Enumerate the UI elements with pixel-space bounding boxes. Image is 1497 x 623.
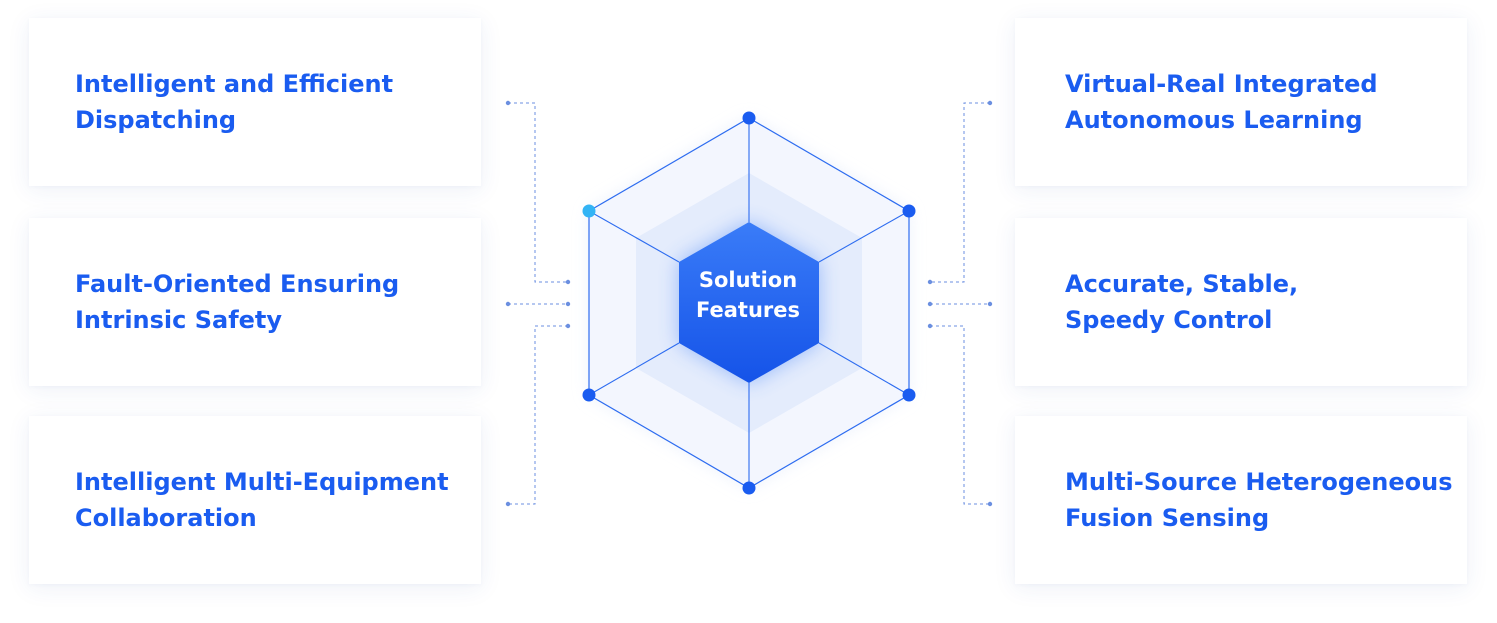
node-lower-right	[902, 388, 916, 402]
feature-card-collaboration: Intelligent Multi-Equipment Collaboratio…	[29, 416, 481, 584]
right-connectors	[930, 102, 990, 505]
feature-card-safety: Fault-Oriented Ensuring Intrinsic Safety	[29, 218, 481, 386]
feature-card-dispatching: Intelligent and Efficient Dispatching	[29, 18, 481, 186]
connector-bottom-right	[930, 325, 990, 505]
feature-title: Multi-Source Heterogeneous Fusion Sensin…	[1065, 468, 1453, 532]
feature-title: Intelligent Multi-Equipment Collaboratio…	[75, 468, 449, 532]
connector-bottom-left	[508, 325, 568, 505]
core-hexagon	[679, 222, 819, 383]
feature-card-sensing: Multi-Source Heterogeneous Fusion Sensin…	[1015, 416, 1467, 584]
feature-title: Virtual-Real Integrated Autonomous Learn…	[1065, 70, 1378, 134]
node-upper-left-highlight	[582, 204, 596, 218]
node-lower-left	[582, 388, 596, 402]
center-label: Solution Features	[672, 265, 824, 325]
connector-top-left	[508, 102, 568, 283]
center-label-line1: Solution	[698, 268, 798, 292]
center-label-line2: Features	[696, 298, 800, 322]
left-connector-dots	[505, 100, 571, 507]
vertex-nodes	[582, 111, 916, 495]
feature-title: Intelligent and Efficient Dispatching	[75, 70, 394, 134]
feature-title: Fault-Oriented Ensuring Intrinsic Safety	[75, 270, 400, 334]
feature-card-control: Accurate, Stable, Speedy Control	[1015, 218, 1467, 386]
left-connectors	[508, 102, 568, 505]
right-connector-dots	[927, 100, 993, 507]
feature-title: Accurate, Stable, Speedy Control	[1065, 270, 1299, 334]
feature-card-learning: Virtual-Real Integrated Autonomous Learn…	[1015, 18, 1467, 186]
hexagon-spokes	[588, 118, 910, 488]
node-top	[742, 111, 756, 125]
connector-top-right	[930, 102, 990, 283]
node-upper-right	[902, 204, 916, 218]
node-bottom	[742, 481, 756, 495]
